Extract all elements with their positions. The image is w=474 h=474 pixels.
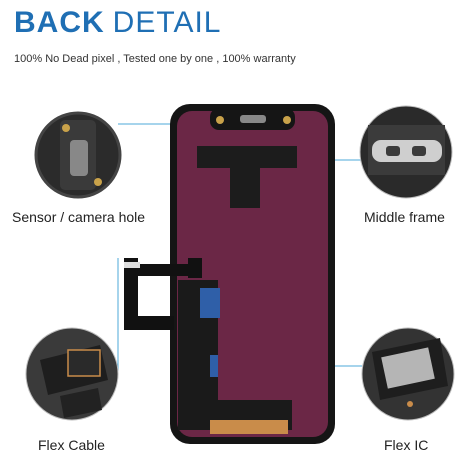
blue-connector [200, 288, 220, 318]
page-subtitle: 100% No Dead pixel , Tested one by one ,… [14, 53, 296, 65]
flex-cable-circle [25, 327, 119, 421]
sensor-dot-icon [216, 116, 224, 124]
small-blue-chip [210, 355, 218, 377]
flex-ic-circle [361, 327, 455, 421]
shield-sticker [197, 146, 297, 208]
flex-cable-label: Flex Cable [38, 437, 105, 453]
flex-tip [124, 262, 140, 268]
title-bold: BACK [14, 6, 105, 39]
gold-flex-strip [210, 420, 288, 434]
sensor-label: Sensor / camera hole [12, 209, 146, 225]
title-thin: DETAIL [112, 6, 222, 39]
middle-frame-label: Middle frame [364, 209, 445, 225]
external-flex-cable [124, 258, 202, 330]
ic-chip [381, 347, 435, 389]
middle-frame-circle [359, 105, 453, 199]
middle-frame-bracket [372, 140, 442, 162]
sensor-dot-icon [283, 116, 291, 124]
sensor-circle [34, 111, 122, 199]
speaker-grille-icon [240, 115, 266, 123]
screen-back-panel [170, 104, 335, 444]
flex-ic-label: Flex IC [384, 437, 429, 453]
